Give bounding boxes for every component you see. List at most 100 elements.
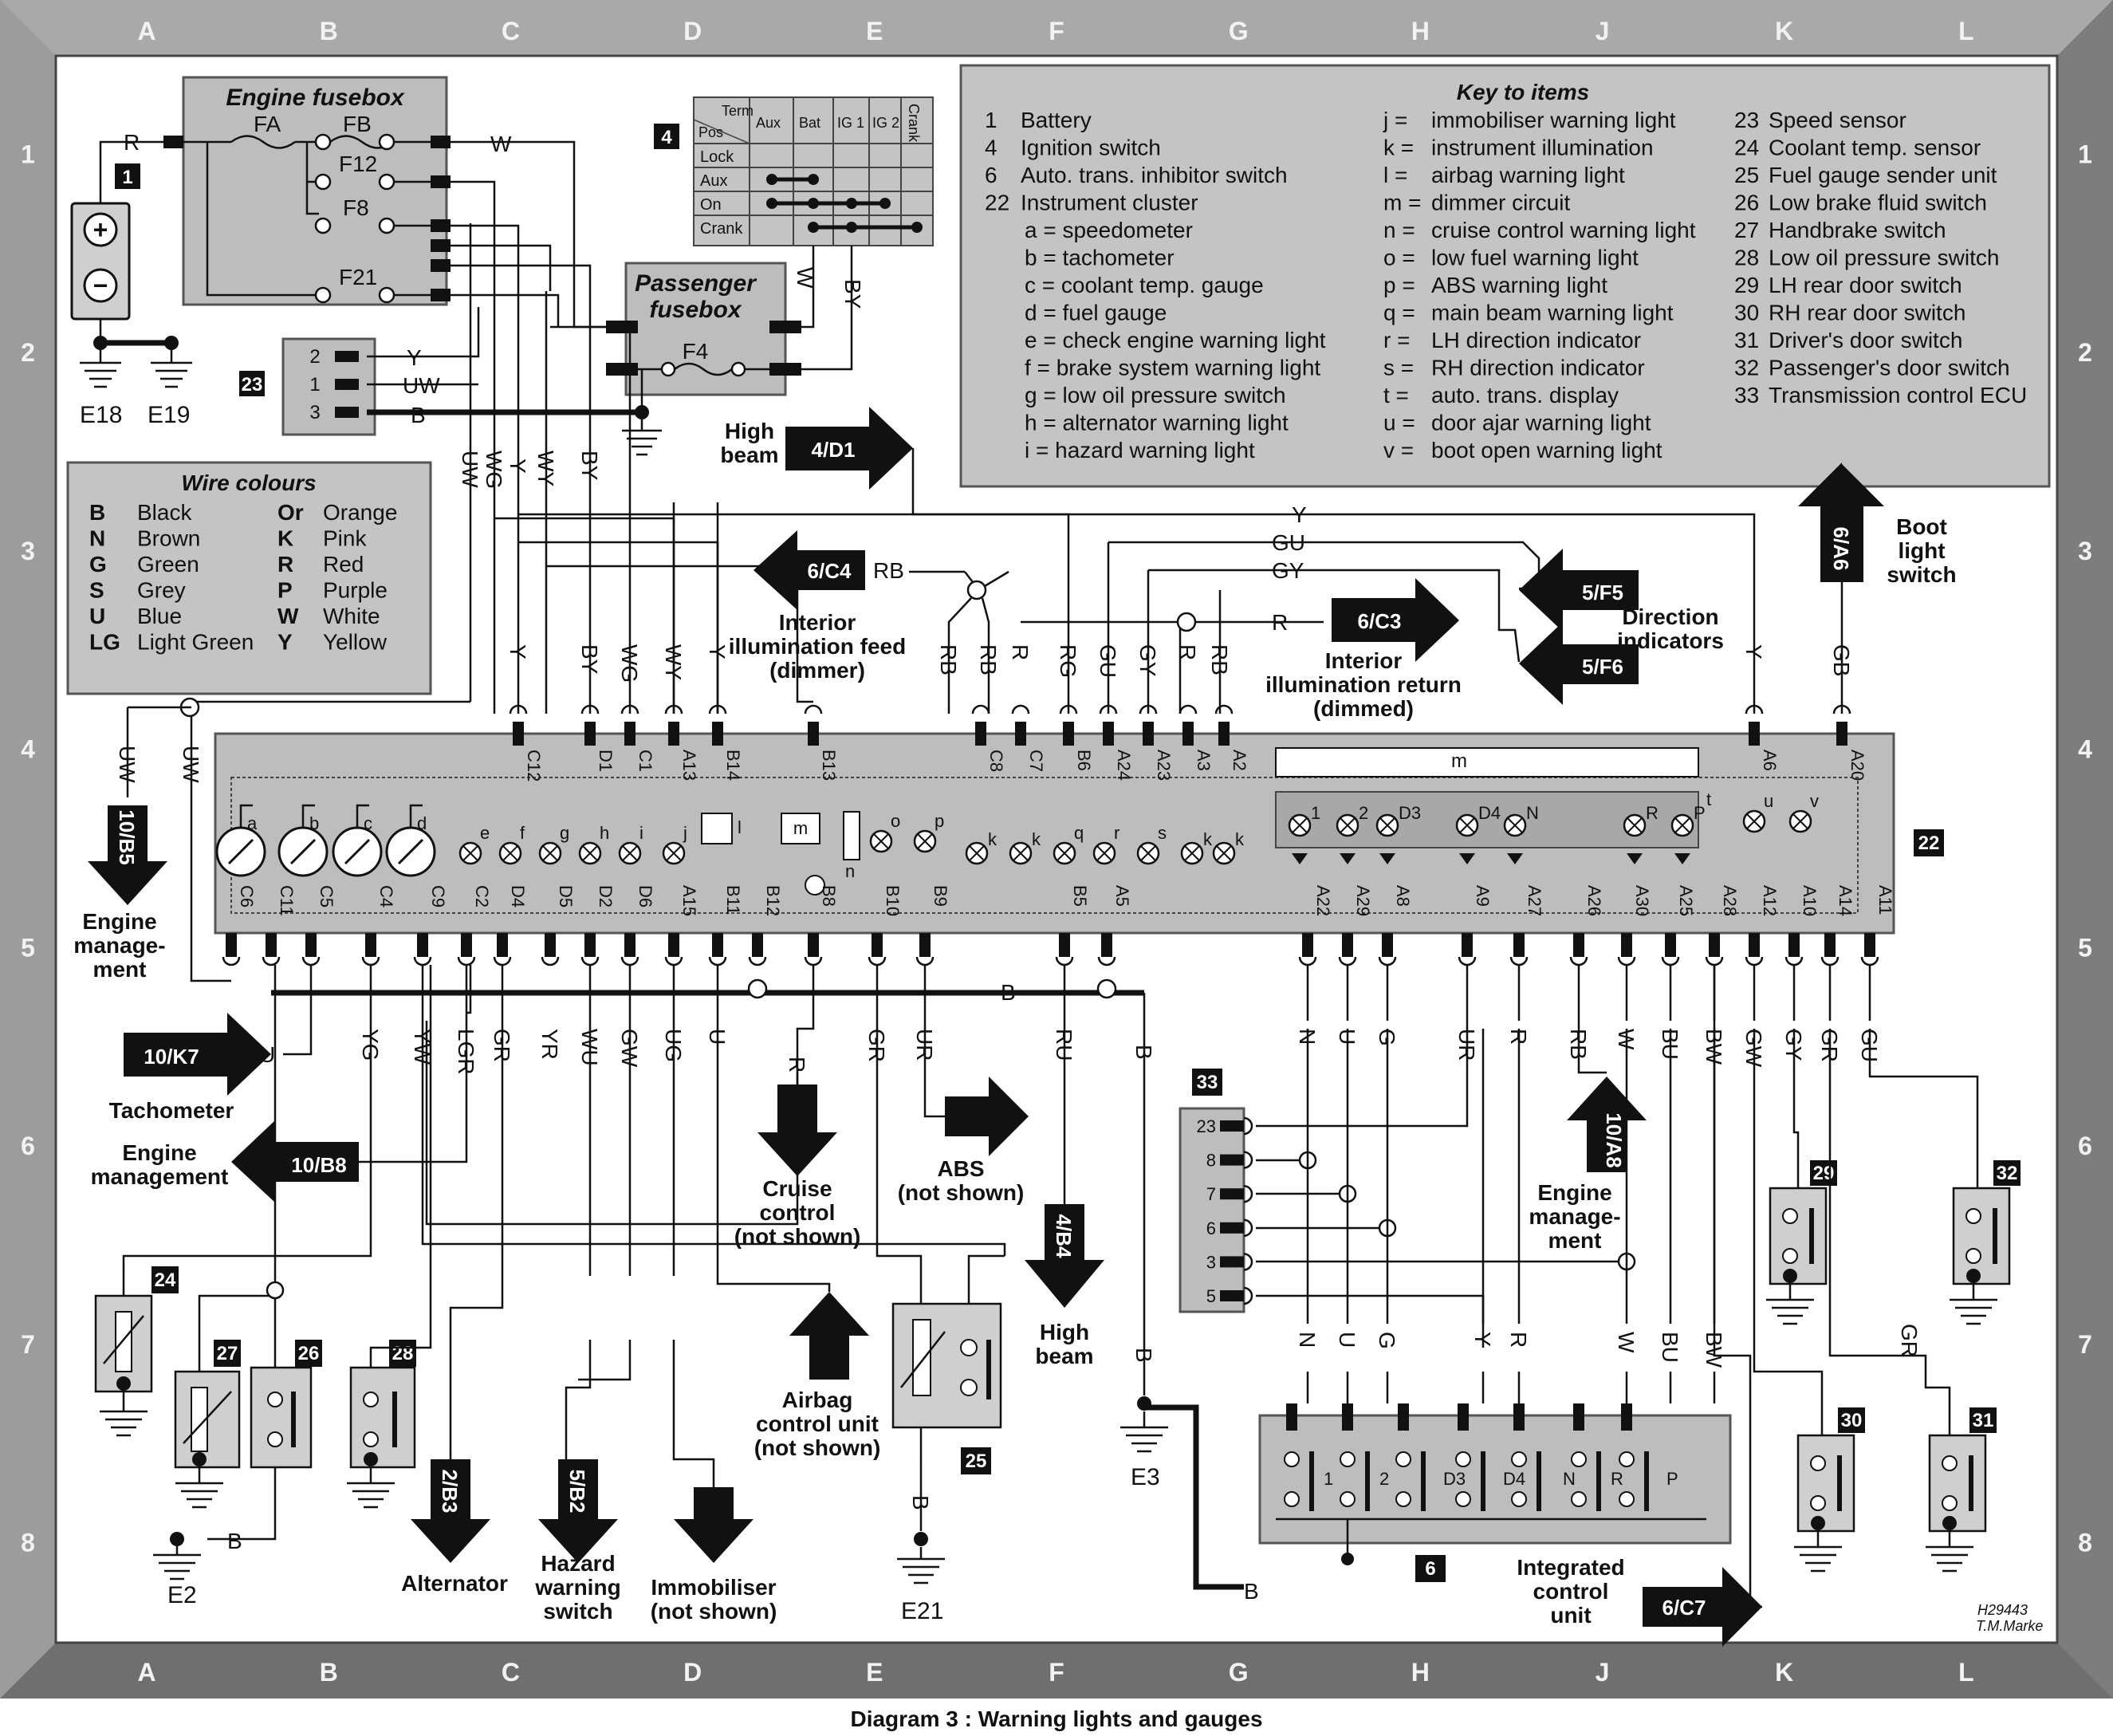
ecu-pin-label: 7 xyxy=(1206,1184,1216,1204)
door-switch-number: 32 xyxy=(1997,1163,2018,1184)
ref-interior-return: R 6/C3 Interior illumination return (dim… xyxy=(1265,578,1462,721)
low-brake-fluid-switch: 26 E2 B xyxy=(153,1298,322,1608)
key-letter: u = xyxy=(1383,411,1415,435)
cluster-bottom-pin: C11 xyxy=(277,885,297,916)
key-subitem: g = low oil pressure switch xyxy=(1025,383,1286,407)
lamp-cross xyxy=(1746,813,1762,829)
ref-interior-feed-l1: Interior xyxy=(779,610,856,635)
lamp-label: q xyxy=(1074,823,1084,843)
key-comp-num: 25 xyxy=(1734,163,1759,187)
wc-code: K xyxy=(277,526,293,551)
wire-uw-left-1: UW xyxy=(115,746,140,783)
display-lamp-label: D4 xyxy=(1478,803,1501,823)
ref-boot-code: 6/A6 xyxy=(1829,527,1853,571)
battery-number: 1 xyxy=(122,167,132,188)
grid-col-bottom-G: G xyxy=(1229,1658,1249,1687)
cluster-top-pin: B13 xyxy=(819,750,839,781)
key-comp-num: 29 xyxy=(1734,273,1759,297)
inhibitor-position-label: P xyxy=(1666,1469,1678,1489)
cluster-bottom-pin: B5 xyxy=(1070,885,1090,907)
ecu-pin-socket xyxy=(1243,1286,1253,1305)
inhibitor-position-label: R xyxy=(1611,1469,1623,1489)
inhibitor-position-label: 1 xyxy=(1324,1469,1333,1489)
key-subitem: h = alternator warning light xyxy=(1025,411,1289,435)
cluster-bottom-pin: D6 xyxy=(635,885,655,907)
inhibitor-contact xyxy=(1511,1491,1527,1507)
ref-abs: ABS (not shown) xyxy=(898,1077,1029,1205)
ref-boot-l3: switch xyxy=(1887,562,1956,587)
pin-socket xyxy=(1832,704,1851,714)
inhibitor-position-label: D3 xyxy=(1443,1469,1466,1489)
wc-code: R xyxy=(277,552,293,577)
ref-interior-feed: 6/C4 RB Interior illumination feed (dimm… xyxy=(729,530,906,683)
ign-row-lock: Lock xyxy=(700,148,734,166)
display-lamp-label: N xyxy=(1526,803,1539,823)
ref-interior-feed-l3: (dimmer) xyxy=(769,658,865,683)
low-oil-pressure-switch: 28 xyxy=(347,965,432,1509)
key-comp-num: 24 xyxy=(1734,136,1759,160)
key-item-label: Battery xyxy=(1021,108,1092,132)
key-comp-label: Fuel gauge sender unit xyxy=(1769,163,1997,187)
pin-connector xyxy=(624,722,635,746)
key-subitem: i = hazard warning light xyxy=(1025,438,1255,463)
key-letter-label: main beam warning light xyxy=(1431,301,1674,325)
key-subitem: f = brake system warning light xyxy=(1025,356,1320,380)
pin-connector xyxy=(1143,722,1154,746)
pin-connector xyxy=(1749,933,1760,957)
ref-alternator: 2/B3 Alternator xyxy=(401,965,508,1596)
key-comp-label: Low brake fluid switch xyxy=(1769,191,1987,215)
key-comp-label: Transmission control ECU xyxy=(1769,383,2027,407)
credit-2: T.M.Marke xyxy=(1976,1618,2043,1634)
switch-contact xyxy=(1965,1248,1981,1264)
diode xyxy=(1674,853,1690,864)
diode xyxy=(1507,853,1523,864)
wc-name: Light Green xyxy=(137,630,254,655)
inhibitor-contact xyxy=(1455,1451,1471,1467)
pin-connector xyxy=(417,933,428,957)
ref-high-beam-top-code: 4/D1 xyxy=(812,438,856,462)
key-letter: r = xyxy=(1383,328,1410,352)
pin-connector xyxy=(712,933,723,957)
gauge-needle xyxy=(227,838,254,865)
top-wire-label: GB xyxy=(1829,644,1854,676)
pin-socket xyxy=(1745,704,1764,714)
grid-row-right-4: 4 xyxy=(2078,735,2092,764)
cluster-top-pin: C1 xyxy=(635,750,655,772)
grid-col-top-A: A xyxy=(138,17,156,45)
wc-name: Black xyxy=(137,500,192,525)
pin-socket xyxy=(1099,704,1118,714)
ecu-wire-label: BU xyxy=(1658,1332,1682,1363)
key-letter-label: LH direction indicator xyxy=(1431,328,1641,352)
ref-cruise-l1: Cruise xyxy=(762,1176,832,1201)
cluster-top-pin: D1 xyxy=(596,750,616,772)
pin-socket xyxy=(971,704,990,714)
key-letter-label: airbag warning light xyxy=(1431,163,1625,187)
ref-abs-l2: (not shown) xyxy=(898,1180,1025,1205)
cluster-bottom-pin: C2 xyxy=(472,885,492,907)
grid-col-bottom-E: E xyxy=(866,1658,883,1687)
cluster-bottom-pin: A10 xyxy=(1800,885,1820,916)
ecu-pin-connector xyxy=(1220,1290,1244,1301)
ref-boot: 6/A6 Boot light switch xyxy=(1798,463,1957,587)
ref-cruise-l3: (not shown) xyxy=(734,1224,861,1249)
wc-code: Y xyxy=(277,630,293,655)
ref-icu-l3: unit xyxy=(1550,1603,1591,1628)
ref-interior-feed-code: 6/C4 xyxy=(808,559,852,583)
lamp-label: o xyxy=(891,811,900,831)
grid-row-left-1: 1 xyxy=(21,140,35,168)
pin-socket xyxy=(1214,704,1234,714)
lamp-cross xyxy=(1674,817,1690,833)
key-letter-label: cruise control warning light xyxy=(1431,218,1696,242)
door-switch-badge xyxy=(1838,1407,1865,1433)
sensor-pin-3: 3 xyxy=(309,402,320,423)
ref-tacho-code: 10/K7 xyxy=(144,1045,199,1069)
cluster-top-pin: C7 xyxy=(1026,750,1046,772)
wc-code: S xyxy=(89,578,104,603)
sensor-pin-1: 1 xyxy=(309,374,320,396)
inhibitor-contact xyxy=(1571,1451,1587,1467)
pin-socket xyxy=(1097,956,1116,966)
lamp-label: g xyxy=(560,823,569,843)
ref-engine-mgmt-b8: 10/B8 Engine management xyxy=(91,1120,359,1203)
